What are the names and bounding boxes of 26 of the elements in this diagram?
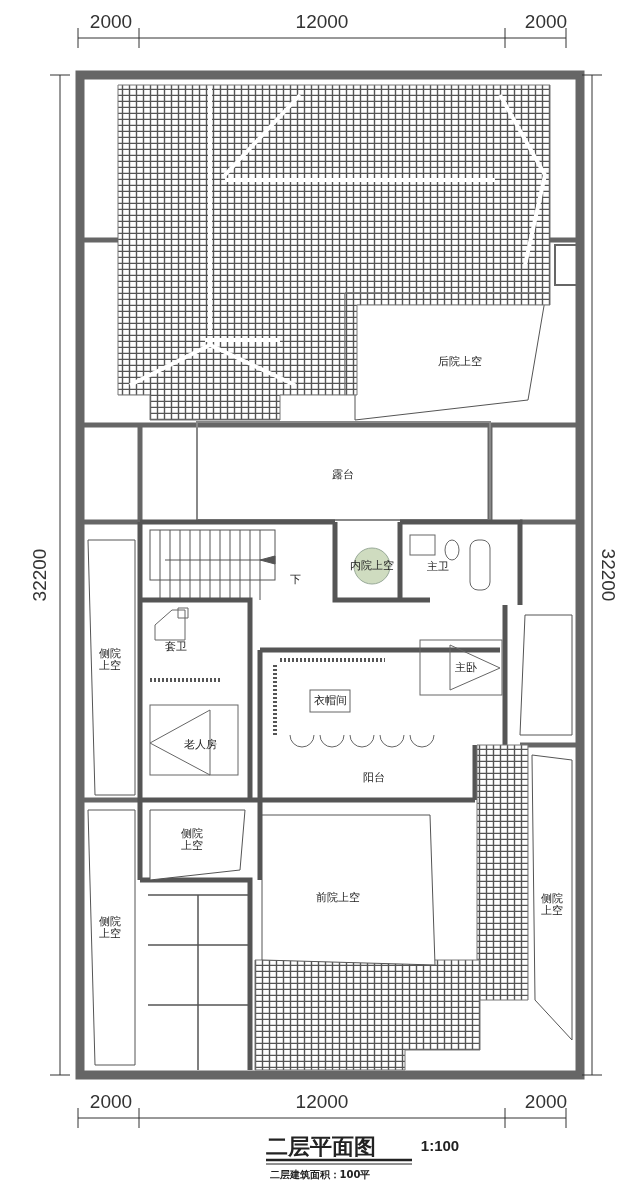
dimension-label: 2000 xyxy=(89,11,133,33)
stair-direction-label: 下 xyxy=(289,573,301,587)
room-label: 前院上空 xyxy=(316,891,360,905)
room-label: 衣帽间 xyxy=(313,694,347,708)
dimension-label: 2000 xyxy=(524,1091,568,1113)
room-label: 侧院上空 xyxy=(97,915,123,941)
room-label: 侧院上空 xyxy=(97,647,123,673)
dimension-label: 32200 xyxy=(597,548,619,602)
room-label: 阳台 xyxy=(363,771,385,785)
dimension-label: 2000 xyxy=(89,1091,133,1113)
room-label: 主卧 xyxy=(455,661,477,675)
drawing-title: 二层平面图 xyxy=(266,1133,376,1161)
area-caption: 二层建筑面积：100平 xyxy=(269,1168,371,1182)
dimension-label: 2000 xyxy=(524,11,568,33)
room-label: 侧院上空 xyxy=(179,827,205,853)
room-label: 主卫 xyxy=(427,560,449,574)
room-label: 露台 xyxy=(332,468,354,482)
room-label: 侧院上空 xyxy=(539,892,565,918)
room-label: 老人房 xyxy=(183,738,217,752)
room-label: 后院上空 xyxy=(438,355,482,369)
dimension-label: 32200 xyxy=(29,548,51,602)
scale-label: 1:100 xyxy=(420,1137,460,1155)
dimension-label: 12000 xyxy=(295,11,349,33)
room-label: 内院上空 xyxy=(350,559,394,573)
room-label: 套卫 xyxy=(165,640,187,654)
dimension-label: 12000 xyxy=(295,1091,349,1113)
